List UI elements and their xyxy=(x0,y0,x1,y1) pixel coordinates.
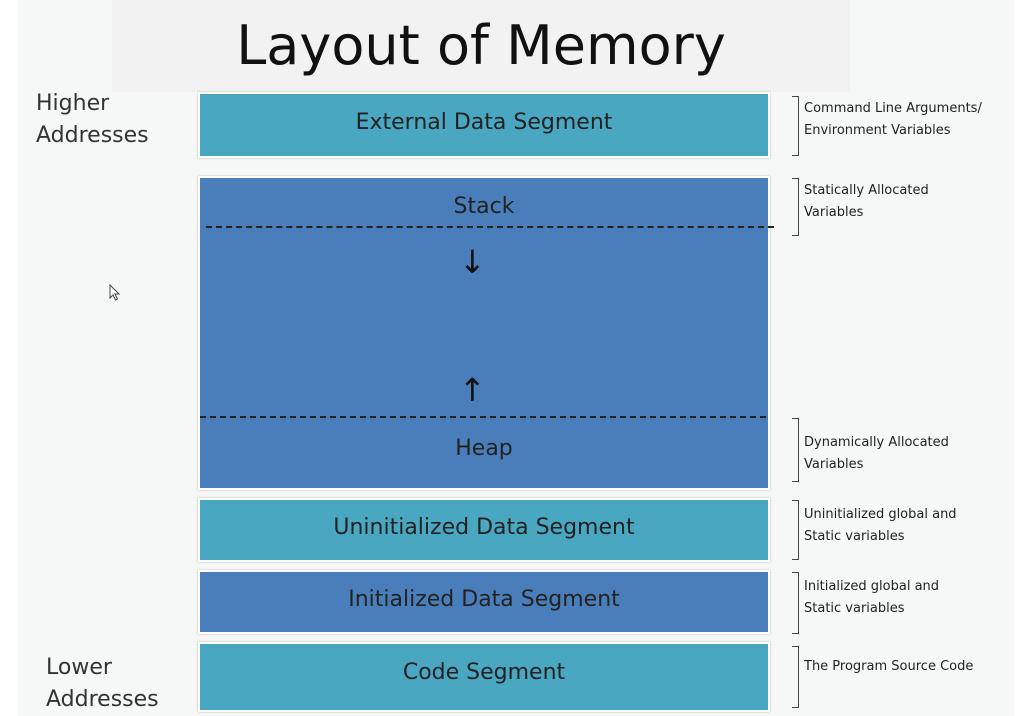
code-segment-label: Code Segment xyxy=(402,660,566,685)
code-note: The Program Source Code xyxy=(804,659,974,674)
code-segment: Code Segment xyxy=(198,642,770,712)
lower-addresses-label: Lower Addresses xyxy=(46,655,159,712)
external-brace xyxy=(792,96,799,156)
higher-addresses-label: Higher Addresses xyxy=(36,91,149,148)
heap-boundary-line xyxy=(200,416,766,418)
heap-brace xyxy=(792,418,799,482)
title-band xyxy=(112,0,850,92)
arrow-up-icon: ↑ xyxy=(459,371,486,409)
stack-note: Statically Allocated Variables xyxy=(804,183,929,220)
external-note: Command Line Arguments/ Environment Vari… xyxy=(804,101,982,138)
uninitialized-note: Uninitialized global and Static variable… xyxy=(804,507,957,544)
stack-brace xyxy=(792,178,799,236)
initialized-data-segment: Initialized Data Segment xyxy=(198,570,770,634)
initialized-brace xyxy=(792,572,799,634)
code-brace xyxy=(792,646,799,708)
mouse-cursor-icon xyxy=(109,284,121,301)
uninitialized-data-segment-label: Uninitialized Data Segment xyxy=(333,515,635,540)
slide-title: Layout of Memory xyxy=(236,14,726,77)
stack-boundary-line xyxy=(206,226,774,228)
external-data-segment-label: External Data Segment xyxy=(355,110,613,135)
external-data-segment: External Data Segment xyxy=(198,92,770,158)
stack-label: Stack xyxy=(453,194,515,219)
initialized-data-segment-label: Initialized Data Segment xyxy=(348,587,620,612)
uninitialized-brace xyxy=(792,500,799,560)
initialized-note: Initialized global and Static variables xyxy=(804,579,940,616)
uninitialized-data-segment: Uninitialized Data Segment xyxy=(198,498,770,562)
stack-heap-segment: Stack Heap xyxy=(198,176,770,490)
heap-label: Heap xyxy=(455,436,513,461)
arrow-down-icon: ↓ xyxy=(459,243,486,281)
heap-note: Dynamically Allocated Variables xyxy=(804,435,949,472)
